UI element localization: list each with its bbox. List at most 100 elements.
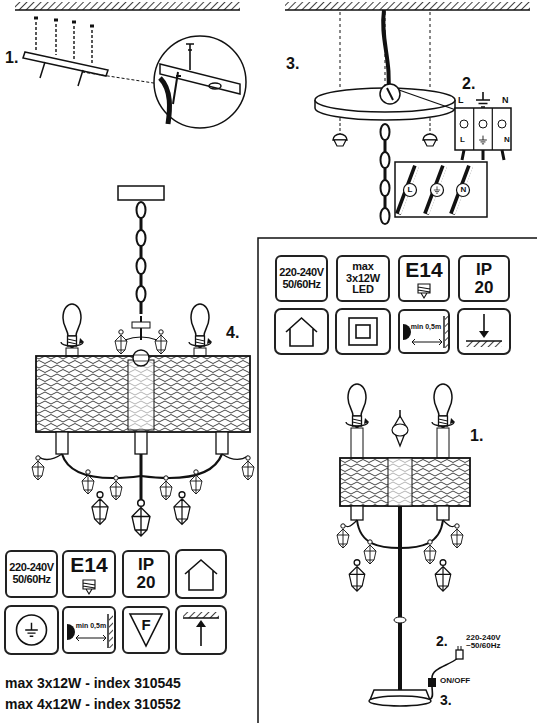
canopy-wiring-step-part bbox=[384, 140, 387, 152]
step-number: 2. bbox=[462, 76, 475, 93]
canopy-wiring-step-part bbox=[398, 166, 470, 214]
icon-graphics-part bbox=[176, 606, 226, 654]
canopy-wiring-step-part bbox=[498, 120, 506, 128]
chandelier-part bbox=[140, 246, 143, 258]
chandelier-part bbox=[155, 330, 167, 354]
ceiling-mount-step-part bbox=[209, 83, 221, 89]
spec-icon-box: min 0,5m bbox=[62, 606, 116, 654]
icon-graphics-part bbox=[412, 339, 442, 345]
step-number: 3. bbox=[440, 693, 452, 708]
table-lamp-panel-part bbox=[451, 524, 463, 548]
chandelier-part bbox=[137, 202, 146, 218]
icon-graphics-part bbox=[183, 612, 219, 618]
canopy-wiring-step-part bbox=[285, 2, 530, 10]
ceiling-mount-step-part bbox=[40, 62, 83, 86]
table-lamp-panel-part bbox=[388, 458, 412, 506]
table-lamp-panel-part bbox=[369, 696, 431, 706]
step-number: 4. bbox=[226, 325, 239, 342]
canopy-wiring-step-part bbox=[479, 136, 487, 144]
table-lamp-panel-part bbox=[349, 560, 365, 591]
table-lamp-panel bbox=[258, 238, 537, 723]
icon-graphics-part bbox=[25, 623, 38, 637]
chandelier-part bbox=[140, 218, 143, 230]
icon-graphics-part bbox=[466, 341, 502, 347]
canopy-wiring-step-part bbox=[431, 184, 444, 197]
table-lamp-panel-part bbox=[392, 424, 408, 436]
spec-text: E14 bbox=[64, 554, 114, 576]
supply-note: 220-240V ~50/60Hz bbox=[466, 634, 518, 651]
chandelier-part bbox=[36, 356, 250, 432]
canopy-wiring-step-part bbox=[455, 108, 511, 150]
table-lamp-panel-part bbox=[337, 524, 349, 548]
icon-graphics-part bbox=[275, 309, 328, 354]
icon-graphics-part bbox=[403, 324, 411, 340]
table-lamp-panel-part bbox=[340, 458, 470, 506]
spec-text: F bbox=[126, 617, 166, 633]
icon-graphics-part bbox=[336, 309, 390, 354]
chandelier-part bbox=[132, 322, 150, 328]
table-lamp-panel-part bbox=[399, 410, 401, 418]
spec-text: 220-240V 50/60Hz bbox=[277, 267, 326, 290]
spec-icon-box: IP 20 bbox=[122, 550, 170, 598]
icon-graphics-part bbox=[183, 618, 219, 646]
table-lamp-panel-part bbox=[343, 520, 457, 527]
table-lamp-panel-part bbox=[258, 238, 537, 723]
spec-text: max 3x12W LED bbox=[339, 261, 387, 296]
spec-text: E14 bbox=[400, 259, 448, 281]
model-note: max 3x12W - index 310545 bbox=[5, 676, 181, 691]
chandelier-part bbox=[194, 348, 206, 356]
spec-icon-box: 220-240V 50/60Hz bbox=[275, 255, 328, 302]
table-lamp-panel-part bbox=[432, 384, 455, 429]
icon-graphics-part bbox=[286, 318, 317, 346]
spec-text: IP 20 bbox=[465, 261, 503, 297]
chandelier-part bbox=[190, 470, 202, 494]
ceiling-mount-step-part bbox=[23, 52, 108, 76]
ceiling-mount-step-part bbox=[173, 72, 181, 104]
table-lamp-panel-part bbox=[364, 540, 376, 564]
chandelier-part bbox=[128, 360, 154, 430]
chandelier-part bbox=[32, 456, 44, 480]
terminal-label: N bbox=[502, 96, 509, 105]
chandelier-part bbox=[110, 476, 122, 500]
ceiling-mount-step bbox=[15, 2, 246, 128]
canopy-wiring-step-part bbox=[434, 186, 440, 193]
canopy-wiring-step-part bbox=[387, 88, 393, 100]
chandelier-part bbox=[140, 302, 143, 314]
spec-text: min 0,5m bbox=[409, 323, 443, 330]
spec-icon-box: E14 bbox=[398, 255, 450, 302]
chandelier-part bbox=[140, 274, 143, 286]
chandelier-part bbox=[132, 500, 150, 536]
ceiling-mount-step-part bbox=[15, 2, 240, 10]
chandelier-part bbox=[125, 337, 157, 340]
canopy-wiring-step-part bbox=[460, 120, 468, 128]
table-lamp-panel-part bbox=[346, 384, 369, 429]
chandelier-part bbox=[38, 454, 248, 460]
canopy-wiring-step-part bbox=[381, 208, 390, 224]
canopy-wiring-step-part bbox=[384, 168, 387, 180]
chandelier-part bbox=[137, 230, 146, 246]
canopy-wiring-step-part bbox=[380, 84, 400, 104]
icon-graphics-part bbox=[349, 318, 377, 345]
canopy-wiring-step-part bbox=[381, 124, 390, 140]
spec-text: IP 20 bbox=[128, 556, 164, 592]
icon-graphics-part bbox=[443, 316, 444, 348]
spec-icon-box: 220-240V 50/60Hz bbox=[5, 550, 58, 598]
ceiling-mount-step-part bbox=[154, 36, 246, 128]
step-number: 2. bbox=[436, 634, 448, 649]
icon-graphics-part bbox=[196, 620, 206, 627]
table-lamp-panel-part bbox=[456, 650, 463, 659]
table-lamp-panel-part bbox=[398, 506, 402, 692]
icon-graphics-part bbox=[356, 325, 370, 338]
canopy-wiring-step-part bbox=[399, 90, 456, 110]
canopy-wiring-step-part bbox=[404, 184, 417, 197]
icon-graphics-part bbox=[176, 550, 226, 598]
table-lamp-panel-part bbox=[393, 416, 407, 446]
wire-label: N bbox=[461, 186, 467, 194]
canopy-wiring-step bbox=[285, 2, 530, 224]
chandelier-part bbox=[134, 355, 148, 361]
table-lamp-panel-part bbox=[424, 540, 436, 564]
icon-graphics-part bbox=[458, 309, 510, 354]
chandelier-part bbox=[61, 304, 84, 349]
chandelier-part bbox=[160, 476, 172, 500]
